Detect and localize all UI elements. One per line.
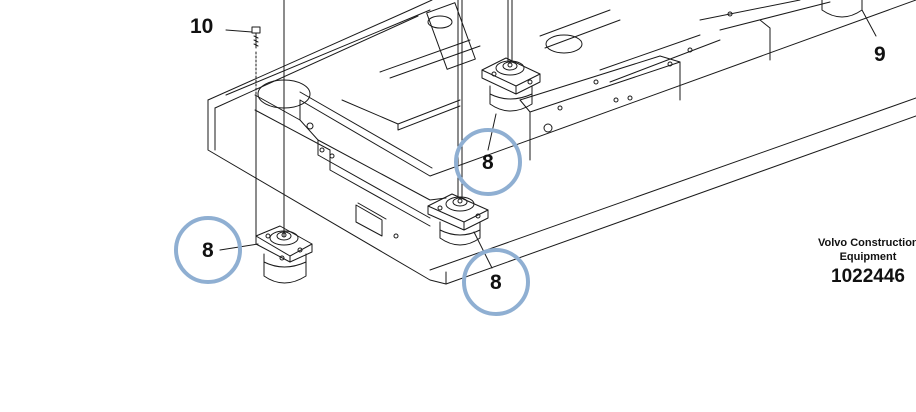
callout-8-mid: 8 [482,151,494,174]
callout-8-bottom: 8 [490,271,502,294]
callout-10: 10 [190,15,214,38]
mount-upper [481,57,541,112]
mount-left [255,225,313,284]
drawing-number: 1022446 [831,266,905,287]
brand-subtitle: Equipment [839,251,897,263]
frame-outline [207,0,916,285]
brand-name: Volvo Construction [818,237,916,249]
bolt-10 [225,26,261,96]
highlight-circle-mid [454,128,522,196]
brand-block: Volvo Construction Equipment 1022446 [818,236,916,290]
callout-8-left: 8 [202,239,214,262]
callout-9: 9 [874,43,886,66]
highlight-circle-bottom [462,248,530,316]
mount-center [427,193,489,246]
highlight-circle-left [174,216,242,284]
